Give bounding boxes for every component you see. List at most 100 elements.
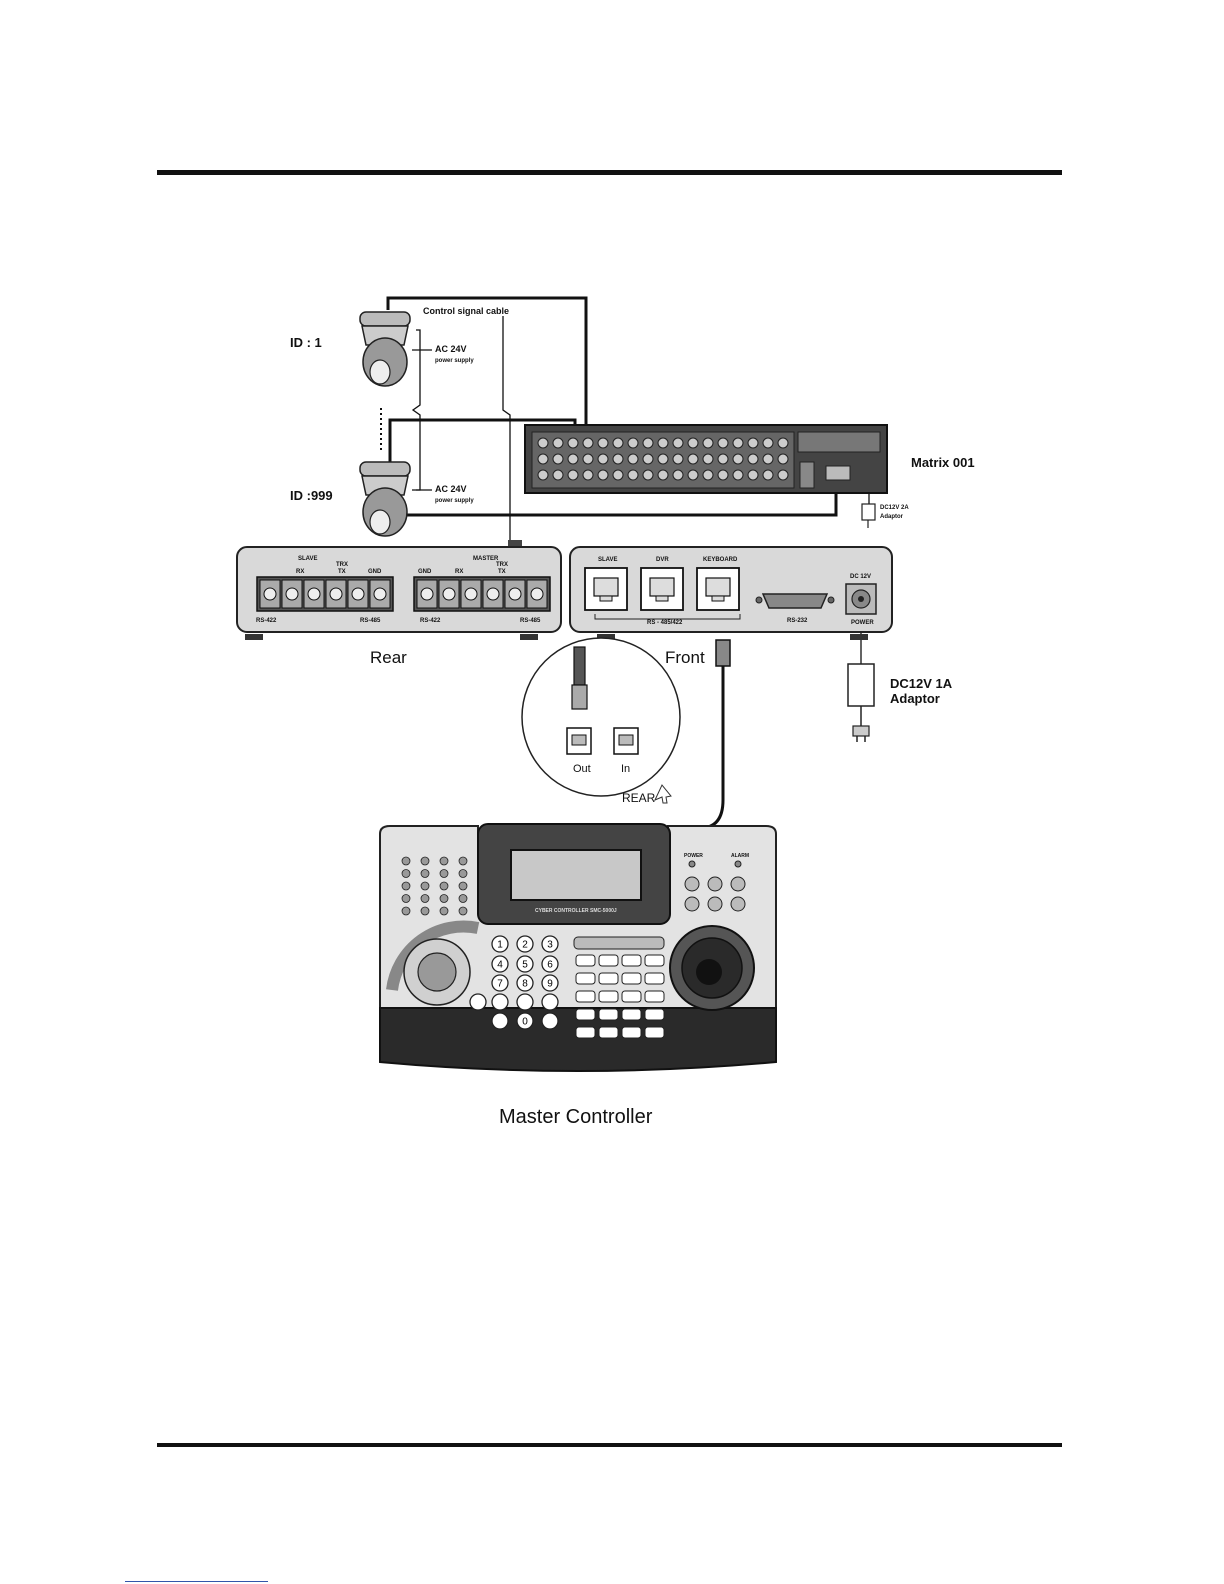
rear-slave-label: SLAVE (298, 556, 318, 562)
matrix-data-port (825, 465, 851, 481)
keypad-aux-key[interactable] (491, 1012, 509, 1030)
front-port-label-slave: SLAVE (598, 557, 618, 563)
function-button[interactable] (420, 856, 430, 866)
function-button[interactable] (439, 906, 449, 916)
function-button[interactable] (401, 856, 411, 866)
function-button[interactable] (439, 881, 449, 891)
control-button[interactable] (730, 896, 746, 912)
function-button[interactable] (439, 869, 449, 878)
function-button[interactable] (458, 906, 468, 916)
function-key[interactable] (598, 1026, 619, 1039)
keypad-key-6[interactable] (541, 955, 559, 973)
status-power-label: POWER (684, 853, 703, 859)
keypad-key-2[interactable] (516, 935, 534, 953)
adaptor-2a-icon (861, 503, 876, 521)
function-key[interactable] (621, 1008, 642, 1021)
function-button[interactable] (458, 881, 468, 891)
keypad-key-8[interactable] (516, 974, 534, 992)
front-caption: Front (665, 648, 705, 667)
function-button[interactable] (420, 881, 430, 891)
bnc-jack (672, 437, 684, 449)
pointer-arrow-icon (653, 784, 672, 804)
front-panel: SLAVE DVR KEYBOARD RS - 485/422 RS-232 D… (569, 546, 893, 667)
keypad-key-1[interactable] (491, 935, 509, 953)
function-button[interactable] (458, 894, 468, 903)
function-key[interactable] (644, 972, 665, 985)
rear-panel: SLAVE MASTER RX TRX TX GND GND RX TRX TX… (236, 540, 562, 667)
function-key[interactable] (621, 1026, 642, 1039)
function-button[interactable] (401, 906, 411, 916)
rear-slave-rx: RX (296, 569, 304, 575)
keypad-key-4[interactable] (491, 955, 509, 973)
bnc-jack (702, 453, 714, 465)
keypad-key-label: 6 (547, 960, 553, 971)
rear-master-label: MASTER (473, 556, 499, 562)
function-key[interactable] (575, 1008, 596, 1021)
keypad-aux-key[interactable] (491, 993, 509, 1011)
keypad-aux-key[interactable] (541, 1012, 559, 1030)
function-key[interactable] (644, 1026, 665, 1039)
function-key[interactable] (598, 990, 619, 1003)
function-key[interactable] (621, 954, 642, 967)
control-button[interactable] (707, 896, 723, 912)
keypad-key-7[interactable] (491, 974, 509, 992)
function-button[interactable] (420, 894, 430, 903)
bnc-jack (687, 437, 699, 449)
control-button[interactable] (684, 896, 700, 912)
function-button[interactable] (401, 894, 411, 903)
terminal-screw (373, 587, 387, 601)
terminal-screw (263, 587, 277, 601)
matrix-bnc-jacks (537, 437, 789, 481)
rear-master-rs485: RS-485 (520, 618, 541, 624)
control-button[interactable] (707, 876, 723, 892)
function-key[interactable] (621, 990, 642, 1003)
function-button[interactable] (401, 881, 411, 891)
function-button[interactable] (401, 869, 411, 878)
bnc-jack (537, 453, 549, 465)
terminal-screw (530, 587, 544, 601)
control-button[interactable] (684, 876, 700, 892)
function-key[interactable] (621, 972, 642, 985)
bnc-jack (732, 453, 744, 465)
function-key[interactable] (598, 1008, 619, 1021)
bnc-jack (612, 453, 624, 465)
keypad-key-0[interactable] (516, 1012, 534, 1030)
camera-id-1-power-sub: power supply (435, 358, 474, 364)
detail-out-label: Out (573, 763, 591, 775)
function-key[interactable] (644, 990, 665, 1003)
keypad-key-3[interactable] (541, 935, 559, 953)
function-key[interactable] (598, 954, 619, 967)
function-button[interactable] (458, 856, 468, 866)
keypad-aux-key[interactable] (469, 993, 487, 1011)
function-button[interactable] (420, 906, 430, 916)
function-key[interactable] (644, 954, 665, 967)
bnc-jack (537, 469, 549, 481)
function-key[interactable] (575, 954, 596, 967)
function-button[interactable] (439, 894, 449, 903)
function-key[interactable] (575, 972, 596, 985)
keypad-key-label: 1 (497, 940, 503, 951)
dc-jack (845, 583, 877, 615)
function-button[interactable] (439, 856, 449, 866)
function-button[interactable] (420, 869, 430, 878)
function-key[interactable] (575, 1026, 596, 1039)
rear-caption: Rear (370, 648, 407, 667)
bnc-jack (672, 469, 684, 481)
function-button[interactable] (458, 869, 468, 878)
rear-slave-trx: TRX (336, 562, 348, 568)
function-key[interactable] (598, 972, 619, 985)
rj45-port (584, 567, 628, 611)
keypad-aux-key[interactable] (516, 993, 534, 1011)
keypad-key-9[interactable] (541, 974, 559, 992)
control-button[interactable] (730, 876, 746, 892)
function-key[interactable] (575, 990, 596, 1003)
bnc-jack (687, 453, 699, 465)
bnc-jack (762, 437, 774, 449)
function-key[interactable] (644, 1008, 665, 1021)
terminal-screw (285, 587, 299, 601)
keypad-aux-key[interactable] (541, 993, 559, 1011)
detail-rear-label: REAR (622, 791, 656, 805)
bnc-jack (657, 453, 669, 465)
keypad-key-5[interactable] (516, 955, 534, 973)
bnc-jack (732, 437, 744, 449)
